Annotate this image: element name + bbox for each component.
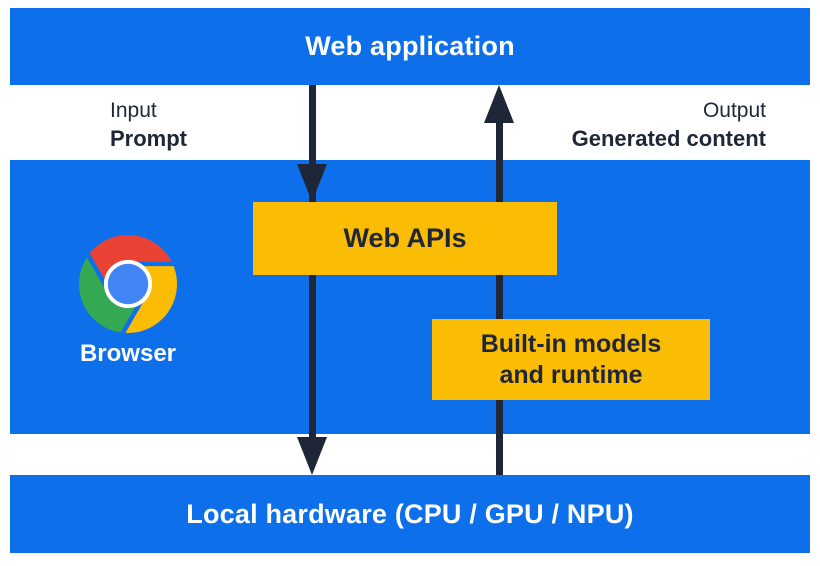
input-caption: Input [110,99,157,122]
web-application-label: Web application [305,31,515,61]
local-hardware-label: Local hardware (CPU / GPU / NPU) [186,498,634,529]
builtin-models-box: Built-in models and runtime [432,319,710,400]
local-hardware-bar: Local hardware (CPU / GPU / NPU) [10,475,810,553]
output-flow-arrow-line [496,100,503,475]
arrow-down-icon [297,437,327,475]
builtin-models-label-line1: Built-in models [480,329,662,358]
output-label-block: Output Generated content [572,97,766,154]
input-value-label: Prompt [110,126,187,151]
chrome-logo-icon [79,235,177,333]
browser-label: Browser [79,340,177,367]
builtin-models-label-line2: and runtime [499,360,643,389]
web-apis-box: Web APIs [253,202,557,275]
input-label-block: Input Prompt [110,97,187,154]
arrow-down-icon [297,164,327,202]
web-application-bar: Web application [10,8,810,85]
web-apis-label: Web APIs [343,223,467,253]
output-value-label: Generated content [571,126,766,151]
output-caption: Output [702,99,766,122]
arrow-up-icon [484,85,514,123]
